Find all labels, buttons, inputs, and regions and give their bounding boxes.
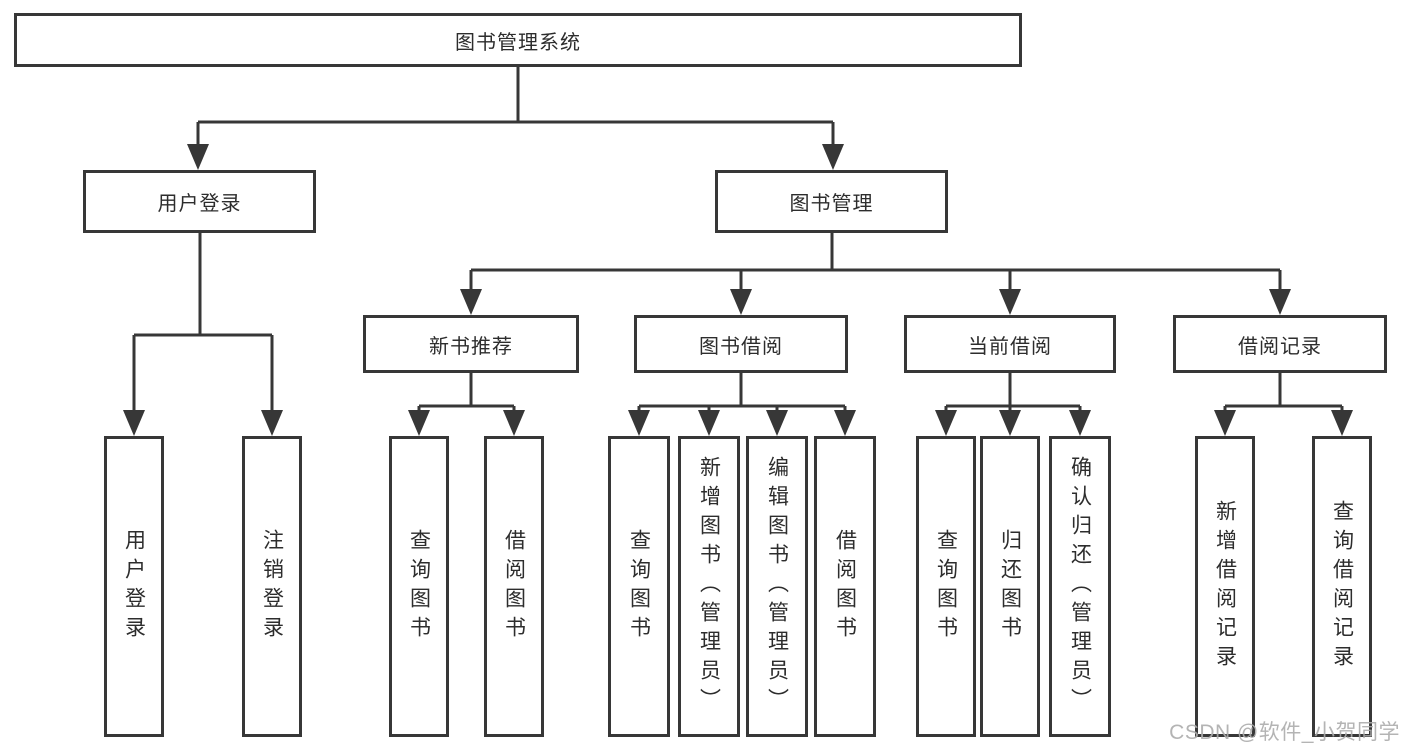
node-new-book-recommendation: 新书推荐: [363, 315, 579, 373]
connector-current-borrowing: [944, 373, 1082, 414]
connector-user-login: [132, 233, 274, 414]
arrow-down-icon: [935, 410, 957, 436]
leaf-add-books-admin: 新增图书（管理员）: [678, 436, 740, 737]
leaf-borrow-books-recommend: 借阅图书: [484, 436, 544, 737]
leaf-confirm-return-admin: 确认归还（管理员）: [1049, 436, 1111, 737]
connector-book-management: [469, 233, 1282, 292]
leaf-query-books-recommend: 查询图书: [389, 436, 449, 737]
watermark: CSDN @软件_小贺同学: [1169, 721, 1400, 744]
node-book-borrowing: 图书借阅: [634, 315, 848, 373]
connector-root: [196, 67, 835, 148]
node-library-system: 图书管理系统: [14, 13, 1022, 67]
leaf-edit-books-admin: 编辑图书（管理员）: [746, 436, 808, 737]
arrow-down-icon: [1269, 289, 1291, 315]
arrow-down-icon: [766, 410, 788, 436]
node-current-borrowing: 当前借阅: [904, 315, 1116, 373]
arrow-down-icon: [1214, 410, 1236, 436]
leaf-query-books-current: 查询图书: [916, 436, 976, 737]
arrow-down-icon: [187, 144, 209, 170]
connector-new-book: [417, 373, 516, 414]
leaf-query-borrow-record: 查询借阅记录: [1312, 436, 1372, 737]
arrow-down-icon: [822, 144, 844, 170]
arrow-down-icon: [1069, 410, 1091, 436]
node-user-login: 用户登录: [83, 170, 316, 233]
arrow-down-icon: [698, 410, 720, 436]
leaf-return-books: 归还图书: [980, 436, 1040, 737]
node-book-management: 图书管理: [715, 170, 948, 233]
arrow-down-icon: [730, 289, 752, 315]
leaf-borrow-books: 借阅图书: [814, 436, 876, 737]
leaf-query-books-borrow: 查询图书: [608, 436, 670, 737]
arrow-down-icon: [999, 410, 1021, 436]
leaf-add-borrow-record: 新增借阅记录: [1195, 436, 1255, 737]
arrow-down-icon: [408, 410, 430, 436]
leaf-logout: 注销登录: [242, 436, 302, 737]
leaf-user-login: 用户登录: [104, 436, 164, 737]
arrow-down-icon: [999, 289, 1021, 315]
arrow-down-icon: [503, 410, 525, 436]
arrow-down-icon: [460, 289, 482, 315]
arrow-down-icon: [1331, 410, 1353, 436]
connector-book-borrowing: [637, 373, 847, 414]
arrow-down-icon: [261, 410, 283, 436]
node-borrowing-records: 借阅记录: [1173, 315, 1387, 373]
arrow-down-icon: [834, 410, 856, 436]
connector-borrowing-records: [1223, 373, 1344, 414]
arrow-down-icon: [123, 410, 145, 436]
arrow-down-icon: [628, 410, 650, 436]
